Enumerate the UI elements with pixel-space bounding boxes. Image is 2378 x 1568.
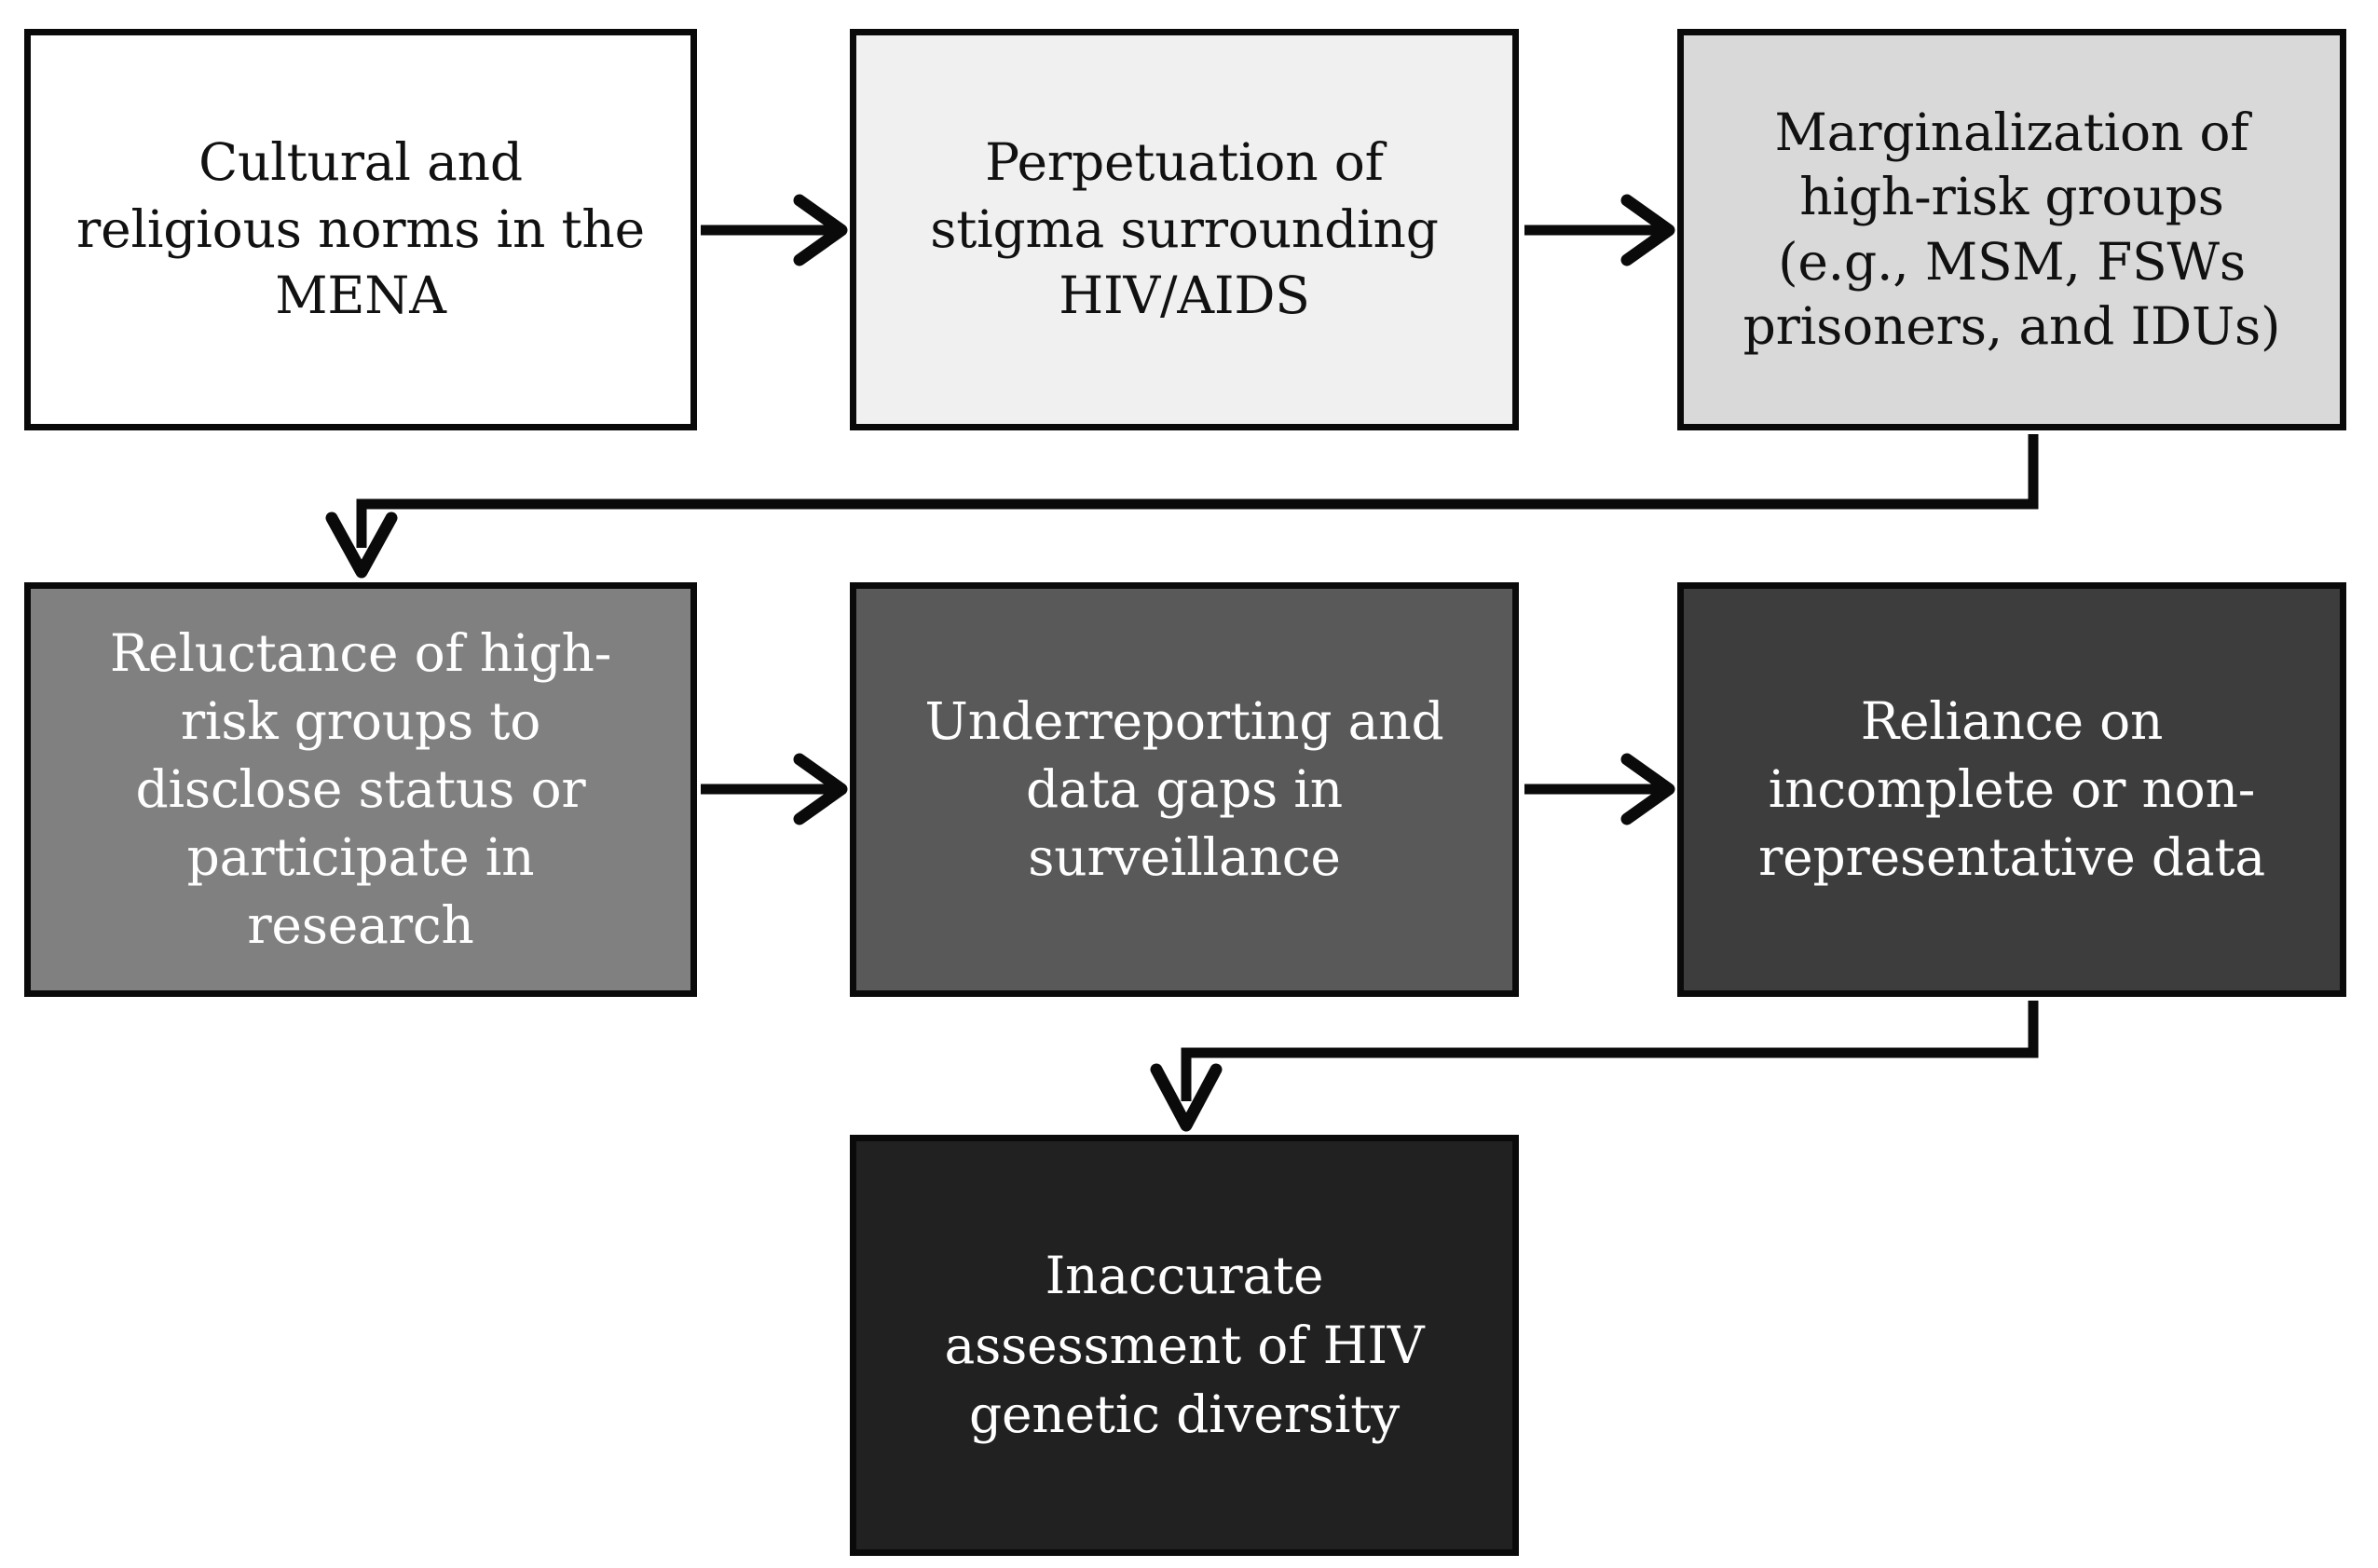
node-stigma-label: Perpetuation of stigma surrounding HIV/A… (930, 132, 1439, 326)
edge-reluctance-to-underreporting (701, 753, 848, 825)
node-marginalization[interactable]: Marginalization of high-risk groups (e.g… (1677, 29, 2346, 430)
node-inaccurate[interactable]: Inaccurate assessment of HIV genetic div… (850, 1135, 1519, 1556)
node-reliance[interactable]: Reliance on incomplete or non- represent… (1677, 582, 2346, 997)
node-cultural-norms[interactable]: Cultural and religious norms in the MENA (24, 29, 697, 430)
edge-stigma-to-marginalization (1524, 194, 1675, 266)
node-stigma[interactable]: Perpetuation of stigma surrounding HIV/A… (850, 29, 1519, 430)
node-reluctance-label: Reluctance of high- risk groups to discl… (109, 622, 612, 956)
node-cultural-norms-label: Cultural and religious norms in the MENA (76, 132, 645, 326)
edge-marginalization-to-reluctance (325, 434, 2039, 579)
edge-reliance-to-inaccurate (1150, 1001, 2039, 1132)
node-marginalization-label: Marginalization of high-risk groups (e.g… (1742, 102, 2281, 356)
node-inaccurate-label: Inaccurate assessment of HIV genetic div… (944, 1245, 1425, 1445)
node-reliance-label: Reliance on incomplete or non- represent… (1758, 690, 2265, 888)
node-reluctance[interactable]: Reluctance of high- risk groups to discl… (24, 582, 697, 997)
edge-cultural-norms-to-stigma (701, 194, 848, 266)
edge-underreporting-to-reliance (1524, 753, 1675, 825)
node-underreporting[interactable]: Underreporting and data gaps in surveill… (850, 582, 1519, 997)
node-underreporting-label: Underreporting and data gaps in surveill… (924, 690, 1444, 888)
